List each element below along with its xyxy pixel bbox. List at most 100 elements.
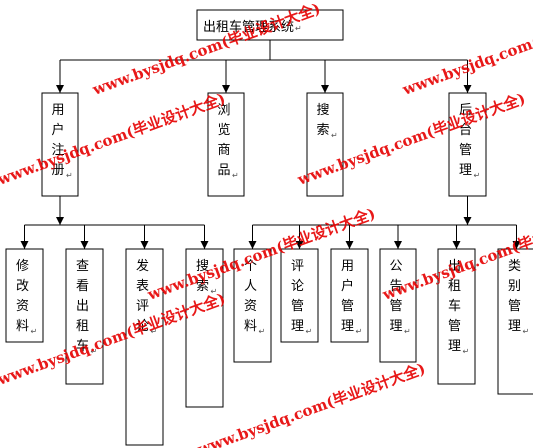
arrowhead [345,241,354,249]
paragraph-mark: ↵ [356,327,363,336]
node-taxi-manage-frame [437,248,476,385]
paragraph-mark: ↵ [211,287,218,296]
svg-text:公: 公 [389,259,402,274]
node-personal-data-frame [233,248,272,363]
svg-text:料: 料 [16,319,29,334]
svg-text:发: 发 [136,258,149,274]
paragraph-mark: ↵ [31,327,38,336]
arrowhead [248,241,257,249]
svg-text:告: 告 [389,279,402,294]
paragraph-mark: ↵ [404,327,411,336]
svg-text:车: 车 [448,298,461,314]
node-admin-frame [448,92,487,197]
node-browse-frame [207,92,245,197]
svg-text:人: 人 [244,279,257,294]
svg-text:理: 理 [341,319,354,334]
svg-text:租: 租 [76,319,89,334]
svg-text:搜: 搜 [196,259,209,274]
root-label: 出租车管理系统 [203,19,294,35]
node-search-2-frame [185,248,224,408]
svg-text:查: 查 [76,259,89,274]
svg-text:户: 户 [51,122,64,138]
svg-text:表: 表 [136,279,149,294]
arrowhead [394,241,402,249]
arrowhead [512,241,521,249]
svg-text:别: 别 [508,279,521,294]
svg-text:搜: 搜 [316,103,329,118]
node-taxi-manage: 出租车管理↵ [437,248,476,385]
svg-text:改: 改 [16,279,29,294]
paragraph-mark: ↵ [66,171,73,180]
svg-text:车: 车 [76,338,89,354]
svg-text:台: 台 [459,123,472,138]
arrowhead [80,241,89,249]
node-search-2: 搜索↵ [185,248,224,408]
node-search-frame [306,92,344,197]
svg-text:管: 管 [459,143,472,158]
svg-text:用: 用 [51,103,64,118]
paragraph-mark: ↵ [331,131,338,140]
arrowhead [222,85,230,93]
arrowhead [321,85,329,93]
node-edit-profile-frame [5,248,44,343]
watermark-text: www.bysjdq.com(毕业设计大全) [194,359,428,448]
svg-text:理: 理 [291,319,304,334]
arrowhead [200,241,209,249]
svg-text:用: 用 [341,259,354,274]
node-register-frame [41,92,79,197]
paragraph-mark: ↵ [259,327,266,336]
svg-text:览: 览 [217,122,230,138]
paragraph-mark: ↵ [151,327,158,336]
svg-text:类: 类 [508,259,521,274]
arrowhead [463,85,472,93]
svg-text:修: 修 [16,259,29,274]
node-view-taxi-frame [65,248,104,385]
paragraph-mark: ↵ [232,171,239,180]
arrowhead [463,217,472,225]
svg-text:理: 理 [389,319,402,334]
node-notice-manage-frame [379,248,417,363]
arrowhead [56,217,64,225]
root-node: 出租车管理系统↵ [196,9,344,41]
svg-text:理: 理 [448,339,461,354]
svg-text:资: 资 [16,299,29,314]
svg-text:管: 管 [389,299,402,314]
svg-text:管: 管 [341,299,354,314]
node-comment-manage-frame [280,248,319,343]
node-boxes: 出租车管理系统↵用户注册↵浏览商品↵搜索↵后台管理↵修改资料↵查看出租车↵发表评… [5,9,533,446]
svg-text:出: 出 [76,299,89,314]
svg-text:管: 管 [291,299,304,314]
svg-text:户: 户 [341,278,354,294]
svg-text:理: 理 [459,163,472,178]
svg-text:评: 评 [136,299,149,314]
svg-text:论: 论 [136,319,149,334]
svg-text:料: 料 [244,319,257,334]
arrowhead [295,241,304,249]
svg-text:注: 注 [51,143,64,158]
svg-text:论: 论 [291,279,304,294]
svg-text:资: 资 [244,299,257,314]
root-node-frame [196,9,344,41]
node-user-manage-frame [330,248,369,343]
arrowheads [20,85,521,249]
svg-text:索: 索 [196,279,209,294]
svg-text:管: 管 [448,319,461,334]
arrowhead [20,241,29,249]
arrowhead [452,241,461,249]
paragraph-mark: ↵ [474,171,481,180]
node-search: 搜索↵ [306,92,344,197]
svg-text:册: 册 [51,163,64,178]
svg-text:出: 出 [448,259,461,274]
svg-text:商: 商 [217,143,230,158]
watermark-text: www.bysjdq.com(毕业设计大全) [399,0,533,99]
svg-text:后: 后 [459,103,472,118]
